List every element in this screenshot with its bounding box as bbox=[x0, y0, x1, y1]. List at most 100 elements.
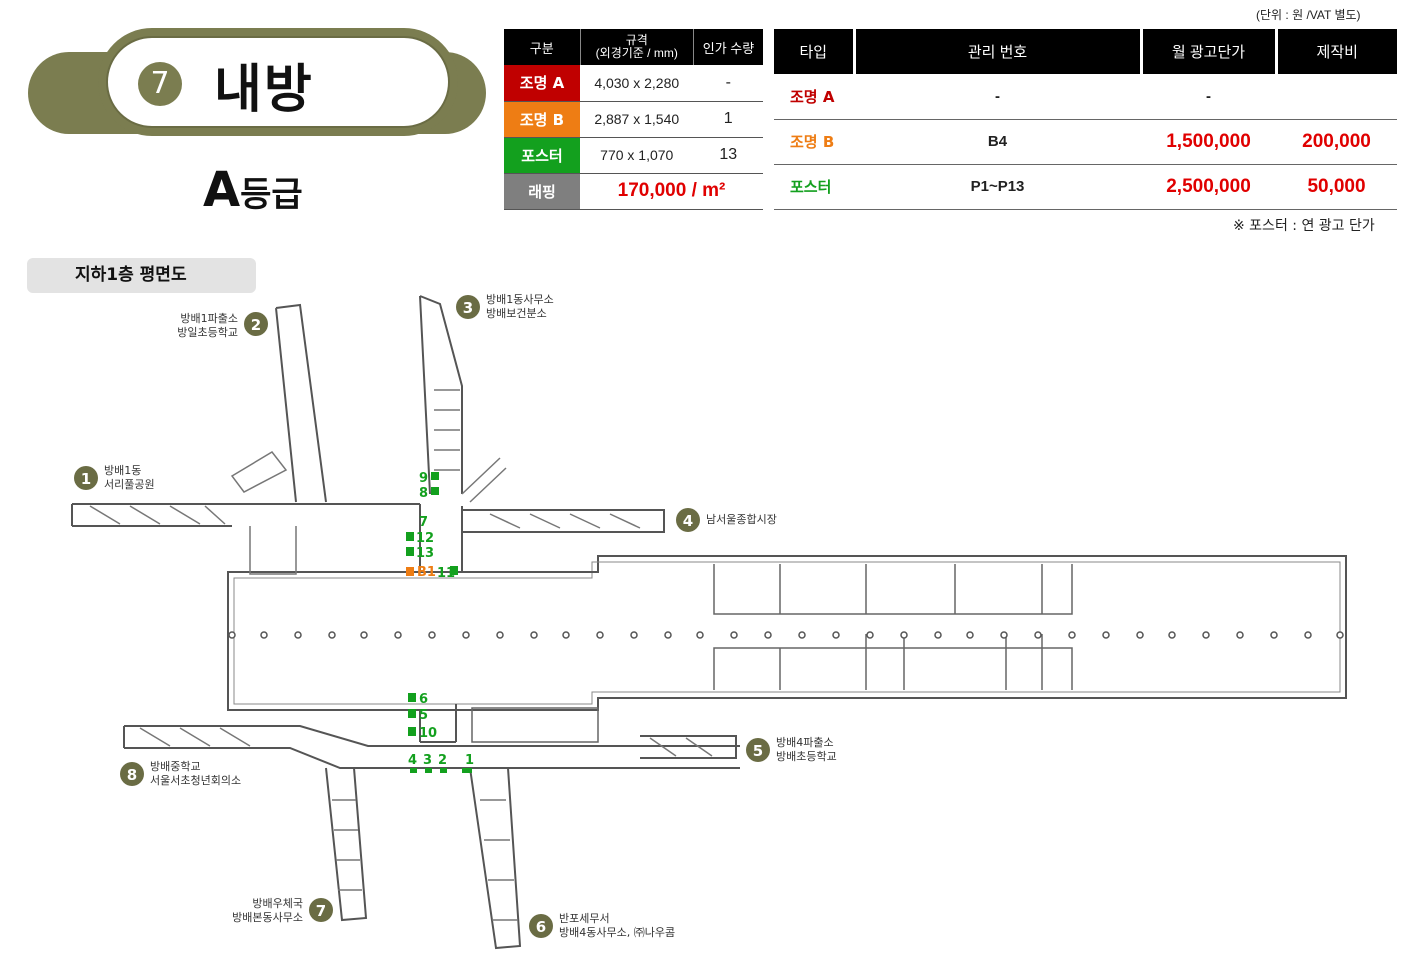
price-row: 포스터 P1~P13 2,500,000 50,000 bbox=[774, 164, 1397, 210]
poster-marker bbox=[410, 768, 417, 773]
station-grade: A등급 bbox=[203, 162, 303, 218]
marker-12: 12 bbox=[416, 531, 434, 546]
price-type-lighting-b: 조명 B bbox=[774, 119, 854, 165]
spec-row-wrapping: 래핑 170,000 / m² bbox=[504, 173, 763, 210]
exit-7: 7 방배우체국 방배본동사무소 bbox=[232, 897, 333, 924]
exit2-link bbox=[249, 526, 297, 575]
exit-6-line2: 방배4동사무소, ㈜나우콤 bbox=[559, 926, 675, 939]
pillar bbox=[462, 631, 470, 639]
spec-row: 조명 A 4,030 x 2,280 - bbox=[504, 65, 763, 102]
south-passage bbox=[419, 704, 457, 743]
pillar bbox=[1068, 631, 1076, 639]
marker-4: 4 bbox=[408, 753, 417, 768]
price-type-lighting-a: 조명 A bbox=[774, 74, 854, 120]
price-code: B4 bbox=[854, 119, 1141, 165]
price-header-type: 타입 bbox=[774, 29, 856, 74]
spec-qty: 13 bbox=[693, 137, 763, 174]
exit-4-line1: 남서울종합시장 bbox=[706, 513, 777, 526]
spec-header-size: 규격(외경기준 / mm) bbox=[580, 29, 694, 65]
spec-header-type: 구분 bbox=[504, 29, 581, 65]
exit1-stairs bbox=[89, 505, 226, 525]
poster-marker bbox=[408, 693, 416, 702]
pillar bbox=[328, 631, 336, 639]
pillar bbox=[1000, 631, 1008, 639]
spec-row: 조명 B 2,887 x 1,540 1 bbox=[504, 101, 763, 138]
spec-type-poster: 포스터 bbox=[504, 137, 580, 174]
exit-8-badge bbox=[120, 762, 144, 786]
station-number: 7 bbox=[138, 62, 182, 106]
pillar bbox=[228, 631, 236, 639]
pillar bbox=[394, 631, 402, 639]
exit-8-line2: 서울서초청년회의소 bbox=[150, 774, 241, 787]
marker-1: 1 bbox=[465, 753, 474, 768]
pillar bbox=[1270, 631, 1278, 639]
exit-6: 6 반포세무서 방배4동사무소, ㈜나우콤 bbox=[529, 912, 675, 939]
exit-5-number: 5 bbox=[753, 742, 763, 760]
exit7-corridor bbox=[325, 767, 368, 922]
pillar bbox=[1202, 631, 1210, 639]
exit-5-line2: 방배초등학교 bbox=[776, 750, 837, 763]
price-type-poster: 포스터 bbox=[774, 164, 854, 210]
exit-8-line1: 방배중학교 bbox=[150, 760, 201, 773]
price-row: 조명 A - - bbox=[774, 74, 1397, 120]
exit8-stairs bbox=[139, 727, 251, 747]
exit5-stairs bbox=[649, 737, 713, 757]
pillar bbox=[1168, 631, 1176, 639]
poster-marker bbox=[440, 768, 447, 773]
station-badge bbox=[28, 28, 486, 138]
north-passage bbox=[419, 504, 598, 573]
exit2-stair bbox=[230, 451, 288, 493]
pillar bbox=[1236, 631, 1244, 639]
exit4-corridor bbox=[462, 509, 665, 533]
pillar bbox=[966, 631, 974, 639]
lighting-b-marker bbox=[406, 567, 414, 576]
price-code: - bbox=[854, 74, 1141, 120]
exit-2-line1: 방배1파출소 bbox=[180, 312, 238, 325]
concourse-hall bbox=[227, 555, 1347, 711]
exit-3-number: 3 bbox=[463, 299, 473, 317]
exit-7-line2: 방배본동사무소 bbox=[232, 911, 303, 924]
price-monthly: 1,500,000 bbox=[1141, 119, 1276, 165]
exit-5-line1: 방배4파출소 bbox=[776, 736, 834, 749]
pillar bbox=[730, 631, 738, 639]
pillar bbox=[1136, 631, 1144, 639]
exit-6-badge bbox=[529, 914, 553, 938]
spec-header-row: 구분 규격(외경기준 / mm) 인가 수량 bbox=[504, 29, 763, 65]
exit-2-badge bbox=[244, 312, 268, 336]
pillar bbox=[1336, 631, 1344, 639]
wrapping-price: 170,000 / m² bbox=[580, 173, 763, 210]
poster-marker bbox=[462, 768, 472, 773]
spec-type-wrapping: 래핑 bbox=[504, 173, 580, 210]
spec-type-lighting-a: 조명 A bbox=[504, 65, 580, 102]
south-rooms bbox=[471, 707, 599, 743]
pillar bbox=[428, 631, 436, 639]
price-production: 50,000 bbox=[1276, 164, 1397, 210]
unit-note: (단위 : 원 /VAT 별도) bbox=[1256, 8, 1361, 22]
spec-size: 2,887 x 1,540 bbox=[580, 101, 694, 138]
exit-8: 8 방배중학교 서울서초청년회의소 bbox=[120, 760, 241, 787]
marker-3: 3 bbox=[423, 753, 432, 768]
spec-row: 포스터 770 x 1,070 13 bbox=[504, 137, 763, 174]
exit3-ramp bbox=[461, 457, 507, 503]
exit3-corridor bbox=[419, 295, 463, 495]
ad-markers: 9 8 7 12 13 B1 11 6 5 10 4 3 2 1 bbox=[406, 471, 474, 773]
exit7-stairs bbox=[332, 799, 362, 891]
exit-5: 5 방배4파출소 방배초등학교 bbox=[746, 736, 837, 763]
exit-1-badge bbox=[74, 466, 98, 490]
exit2-corridor bbox=[275, 303, 327, 503]
exit-1: 1 방배1동 서리풀공원 bbox=[74, 464, 155, 491]
exit-7-badge bbox=[309, 898, 333, 922]
poster-marker bbox=[408, 709, 416, 718]
price-header-monthly: 월 광고단가 bbox=[1141, 29, 1278, 74]
marker-9: 9 bbox=[419, 471, 428, 486]
pillar bbox=[900, 631, 908, 639]
marker-13: 13 bbox=[416, 546, 434, 561]
spec-header-qty: 인가 수량 bbox=[693, 29, 763, 65]
marker-8: 8 bbox=[419, 486, 428, 501]
price-monthly: - bbox=[1141, 74, 1276, 120]
pillar bbox=[798, 631, 806, 639]
pillar bbox=[1304, 631, 1312, 639]
exit4-stairs bbox=[489, 513, 641, 529]
pillar bbox=[866, 631, 874, 639]
floor-plan-map: 1 방배1동 서리풀공원 2 방배1파출소 방일초등학교 3 방배1동사무소 방… bbox=[71, 293, 1347, 950]
